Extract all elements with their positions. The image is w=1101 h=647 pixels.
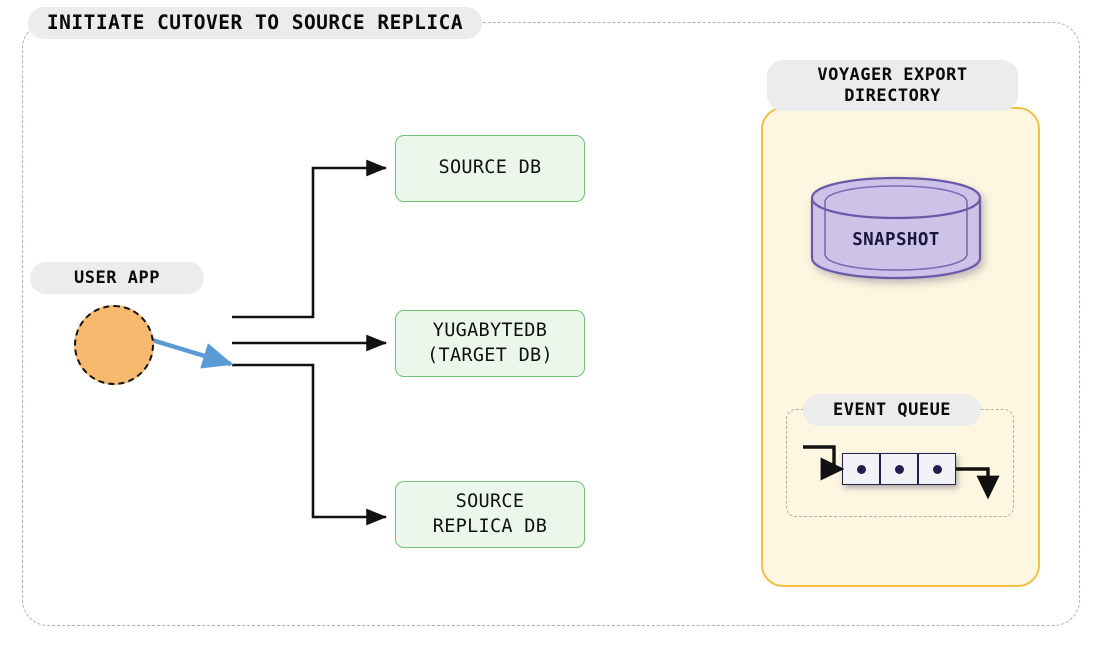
node-source-db[interactable]: SOURCE DB	[395, 135, 585, 202]
user-app-node[interactable]	[74, 305, 154, 385]
event-queue-cell[interactable]	[918, 453, 956, 485]
node-yugabytedb-target[interactable]: YUGABYTEDB (TARGET DB)	[395, 310, 585, 377]
voyager-export-directory-label: VOYAGER EXPORT DIRECTORY	[767, 60, 1018, 111]
event-queue-cell[interactable]	[842, 453, 880, 485]
event-queue-cells[interactable]	[842, 453, 956, 485]
snapshot-cylinder-icon[interactable]	[808, 176, 984, 280]
outer-boundary	[22, 22, 1080, 626]
event-dot-icon	[894, 464, 904, 474]
node-source-replica-db[interactable]: SOURCE REPLICA DB	[395, 481, 585, 548]
diagram-title: INITIATE CUTOVER TO SOURCE REPLICA	[28, 7, 482, 39]
event-queue-label: EVENT QUEUE	[803, 394, 981, 426]
user-app-label: USER APP	[30, 262, 204, 294]
event-dot-icon	[856, 464, 866, 474]
event-queue-cell[interactable]	[880, 453, 918, 485]
voyager-title-line-1: VOYAGER EXPORT	[817, 64, 968, 85]
voyager-title-line-2: DIRECTORY	[844, 85, 941, 106]
event-dot-icon	[932, 464, 942, 474]
